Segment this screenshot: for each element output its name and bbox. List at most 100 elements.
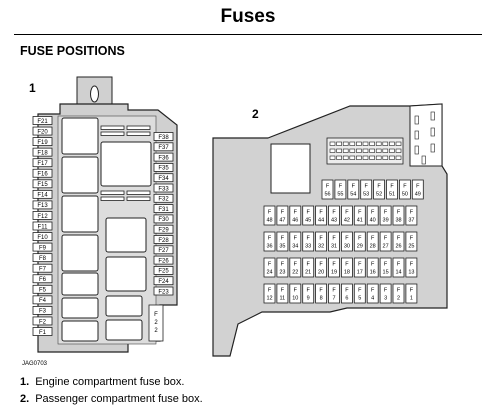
svg-text:F: F [397,210,401,216]
svg-text:F: F [390,184,394,190]
fuse-f27: F27 [379,231,392,252]
fuse-f1: F1 [405,283,418,304]
svg-text:38: 38 [395,218,401,224]
fuse-f41: F41 [353,205,366,226]
svg-text:F: F [281,288,285,294]
svg-text:35: 35 [279,244,285,250]
svg-text:F26: F26 [158,258,169,264]
svg-text:56: 56 [324,192,330,198]
svg-text:6: 6 [345,296,348,302]
fuse-f56: F 56 [321,179,334,200]
svg-text:F: F [397,262,401,268]
svg-text:F11: F11 [38,224,49,230]
box1-tab-hole [90,85,99,103]
svg-text:51: 51 [389,192,395,198]
svg-text:F2: F2 [39,319,47,325]
fuse-f12: F 12 [263,283,276,304]
svg-text:F: F [397,288,401,294]
fuse-f38: F 38 [392,205,405,226]
fuse-f43: F43 [328,205,340,226]
fuse-f10: F10 [289,283,302,304]
svg-text:42: 42 [344,218,350,224]
fuse-f9: F9 [302,283,315,304]
fuse-f7: F7 [32,263,53,273]
fuse-f52: F52 [373,179,386,200]
svg-text:16: 16 [370,270,376,276]
svg-text:F6: F6 [39,277,47,283]
svg-text:F14: F14 [37,193,48,199]
fuse-f7: F7 [328,283,340,304]
svg-text:F: F [410,210,414,216]
fuse-f32: F32 [315,231,328,252]
fuse-f26: F26 [392,231,405,252]
box1-relays [61,117,152,342]
fuse-f21: F21 [302,257,315,278]
legend-text: Passenger compartment fuse box. [35,393,203,405]
svg-text:F: F [358,210,362,216]
svg-text:F: F [358,236,362,242]
svg-text:F: F [345,210,349,216]
svg-text:F: F [307,288,311,294]
fuse-f8: F8 [315,283,328,304]
fuse-f36: F36 [153,152,174,162]
svg-text:4: 4 [371,296,374,302]
svg-text:F: F [384,210,388,216]
fuse-f12: F12 [32,211,53,220]
fuse-f23: F23 [276,257,289,278]
svg-text:F: F [268,262,272,268]
svg-text:F: F [326,184,330,190]
fuse-f17: F17 [32,158,53,168]
svg-text:F: F [410,262,414,268]
svg-text:F31: F31 [158,207,169,213]
fuse-f23: F23 [153,286,174,296]
svg-text:55: 55 [337,192,343,198]
svg-text:F: F [345,262,349,268]
svg-text:F9: F9 [39,245,47,251]
fuse-f26: F26 [153,255,174,265]
svg-text:F: F [319,236,323,242]
svg-text:12: 12 [266,296,272,302]
svg-text:1: 1 [410,296,413,302]
svg-text:F: F [307,210,311,216]
svg-text:F: F [339,184,343,190]
svg-text:31: 31 [331,244,337,250]
svg-text:36: 36 [266,244,272,250]
fuse-f34: F34 [289,231,302,252]
svg-text:F: F [281,236,285,242]
fuse-f5: F5 [353,283,366,304]
fuse-f36: F36 [263,231,276,252]
svg-text:F: F [345,288,349,294]
figure-code: JAG0703 [22,361,48,367]
fuse-f5: F5 [32,284,53,294]
fuse-f11: F11 [32,221,53,231]
fuse-f18: F18 [32,147,53,157]
fuse-f47: F47 [276,205,289,226]
fuse-f33: F33 [153,183,174,193]
fuse-f42: F 42 [340,205,353,226]
fuse-f25: F25 [405,231,418,252]
svg-text:F: F [268,288,272,294]
svg-text:F: F [371,236,375,242]
svg-text:F: F [358,262,362,268]
svg-text:34: 34 [292,244,298,250]
svg-text:17: 17 [357,270,363,276]
fuse-f6: F6 [340,283,353,304]
svg-text:F17: F17 [37,161,48,167]
fuse-f29: F29 [353,231,366,252]
legend-text: Engine compartment fuse box. [35,376,185,388]
svg-text:44: 44 [318,218,324,224]
fuse-f29: F29 [153,224,174,234]
fuse-f13: F13 [405,257,418,278]
svg-text:50: 50 [402,192,408,198]
fuse-f53: F53 [360,179,373,200]
svg-text:F8: F8 [39,256,47,262]
svg-text:F: F [384,236,388,242]
svg-text:F18: F18 [37,150,48,156]
svg-text:F7: F7 [39,267,47,273]
fuse-f16: F16 [366,257,379,278]
svg-text:F: F [268,210,272,216]
fuse-f18: F18 [340,257,353,278]
svg-text:F12: F12 [37,214,48,220]
